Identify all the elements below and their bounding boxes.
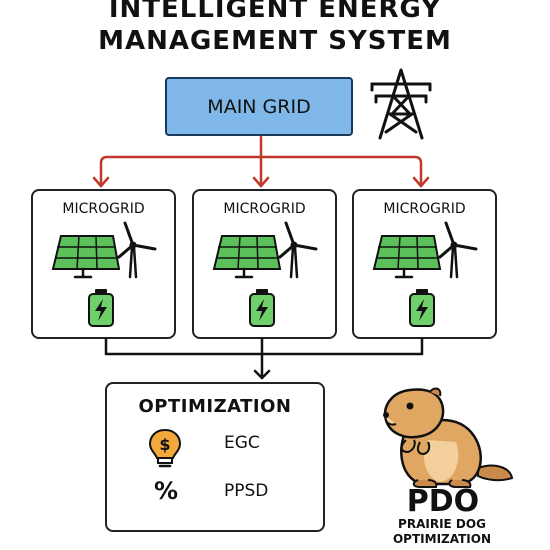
pdo-line-2: OPTIMIZATION	[392, 532, 491, 546]
microgrid-2-icons	[212, 221, 318, 327]
svg-text:$: $	[159, 435, 170, 454]
wind-turbine-icon	[117, 221, 157, 279]
transmission-tower-icon	[370, 68, 432, 140]
microgrid-3-icons	[372, 221, 478, 327]
title-line-1: INTELLIGENT ENERGY	[108, 0, 442, 24]
battery-icon	[249, 289, 275, 327]
dollar-lightbulb-icon: $	[148, 428, 182, 468]
optimization-title: OPTIMIZATION	[138, 396, 292, 417]
wind-turbine-icon	[438, 221, 478, 279]
aggregation-arrows	[104, 337, 424, 380]
percent-icon: %	[154, 477, 179, 505]
microgrid-label: MICROGRID	[62, 201, 145, 217]
pdo-acronym: PDO	[406, 484, 480, 519]
microgrid-label: MICROGRID	[223, 201, 306, 217]
main-grid-label: MAIN GRID	[207, 95, 311, 118]
prairie-dog-icon	[383, 387, 514, 488]
microgrid-label: MICROGRID	[383, 201, 466, 217]
main-grid-box: MAIN GRID	[165, 77, 353, 136]
battery-icon	[409, 289, 435, 327]
optimization-box: OPTIMIZATION $ EGC % PPSD	[105, 382, 325, 532]
battery-icon	[88, 289, 114, 327]
distribution-arrows	[92, 135, 430, 188]
ppsd-label: PPSD	[224, 481, 269, 501]
wind-turbine-icon	[278, 221, 318, 279]
solar-panel-icon	[51, 235, 121, 279]
solar-panel-icon	[372, 235, 442, 279]
title-line-2: MANAGEMENT SYSTEM	[98, 26, 452, 56]
microgrid-1-icons	[51, 221, 157, 327]
pdo-line-1: PRAIRIE DOG	[398, 517, 486, 531]
solar-panel-icon	[212, 235, 282, 279]
egc-label: EGC	[224, 433, 260, 453]
